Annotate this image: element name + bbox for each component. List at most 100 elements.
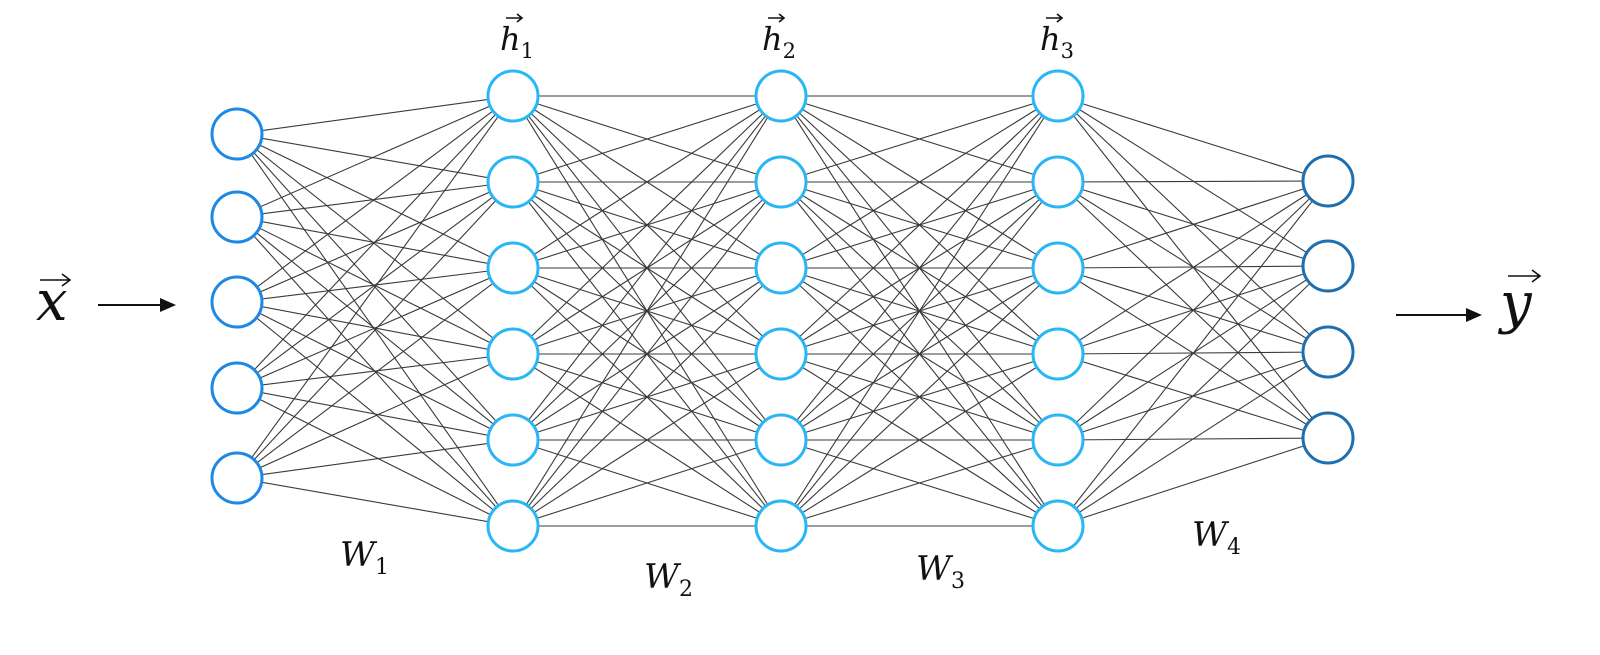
input-label: x <box>36 269 72 334</box>
weight-label-1-sub: 1 <box>375 555 389 580</box>
connection-l2-6-3 <box>512 267 782 527</box>
hidden-label-1-sub: 1 <box>521 39 534 63</box>
weight-label-3-sub: 3 <box>951 569 965 594</box>
hidden-label-3-sub: 3 <box>1061 39 1074 63</box>
neuron-input-1 <box>210 107 264 161</box>
vector-arrow-icon <box>40 273 72 287</box>
connection-l2-6-1 <box>512 95 782 527</box>
weight-label-3-base: W <box>916 549 954 589</box>
connection-l3-6-2 <box>780 181 1059 527</box>
neuron-input-3 <box>210 275 264 329</box>
connection-l3-4-1 <box>780 95 1059 355</box>
neuron-output-3 <box>1301 325 1355 379</box>
connection-l4-4-1 <box>1057 180 1329 355</box>
weight-label-4-base: W <box>1192 515 1230 555</box>
weight-label-2-sub: 2 <box>679 577 693 602</box>
vector-arrow-icon <box>1046 13 1064 23</box>
weight-label-1: W1 <box>340 535 389 580</box>
connection-l2-6-4 <box>512 353 782 527</box>
connection-l4-5-1 <box>1057 180 1329 441</box>
connection-l4-6-1 <box>1057 180 1329 527</box>
hidden-label-3-text: h3 <box>1040 20 1074 63</box>
input-arrow <box>98 298 176 312</box>
connection-l1-5-6 <box>236 477 514 527</box>
connection-l3-5-1 <box>780 95 1059 441</box>
connection-l1-4-3 <box>236 267 514 389</box>
neuron-input-5 <box>210 451 264 505</box>
hidden-label-2-text: h2 <box>762 20 796 63</box>
vector-arrow-icon <box>768 13 786 23</box>
hidden-label-1-text: h1 <box>500 20 534 63</box>
connection-l3-3-1 <box>780 95 1059 269</box>
connection-l2-3-1 <box>512 95 782 269</box>
connection-l3-6-1 <box>780 95 1059 527</box>
connection-l1-4-2 <box>236 181 514 389</box>
neuron-hidden1-5 <box>486 413 540 467</box>
connection-l4-6-4 <box>1057 437 1329 527</box>
neuron-hidden3-5 <box>1031 413 1085 467</box>
connection-l1-5-3 <box>236 267 514 479</box>
neuron-hidden3-4 <box>1031 327 1085 381</box>
connection-l3-6-5 <box>780 439 1059 527</box>
hidden-label-1: h1 <box>500 13 534 63</box>
connection-l1-5-4 <box>236 353 514 479</box>
hidden-label-3: h3 <box>1040 13 1074 63</box>
input-symbol: x <box>36 269 68 334</box>
weight-label-2-base: W <box>644 557 682 597</box>
neuron-hidden2-5 <box>754 413 808 467</box>
weight-label-4-sub: 4 <box>1227 535 1241 560</box>
neuron-hidden1-2 <box>486 155 540 209</box>
connection-l3-6-3 <box>780 267 1059 527</box>
connection-l2-4-1 <box>512 95 782 355</box>
neuron-output-1 <box>1301 154 1355 208</box>
connection-l1-2-1 <box>236 95 514 218</box>
connection-l2-2-1 <box>512 95 782 183</box>
connection-l2-6-2 <box>512 181 782 527</box>
output-label: y <box>1497 269 1542 336</box>
weight-label-3: W3 <box>916 549 965 594</box>
neuron-hidden1-4 <box>486 327 540 381</box>
connection-l4-6-2 <box>1057 265 1329 527</box>
neuron-input-2 <box>210 190 264 244</box>
connection-l1-1-2 <box>236 133 514 183</box>
hidden-label-2-sub: 2 <box>783 39 796 63</box>
connection-l3-2-1 <box>780 95 1059 183</box>
connection-l2-6-5 <box>512 439 782 527</box>
connection-l1-4-5 <box>236 387 514 441</box>
neuron-output-2 <box>1301 239 1355 293</box>
neuron-hidden2-4 <box>754 327 808 381</box>
neuron-hidden1-3 <box>486 241 540 295</box>
neuron-hidden1-1 <box>486 69 540 123</box>
connection-l1-5-5 <box>236 439 514 479</box>
neuron-hidden3-2 <box>1031 155 1085 209</box>
connection-l1-4-6 <box>236 387 514 527</box>
vector-arrow-icon <box>506 13 524 23</box>
connection-l1-4-4 <box>236 353 514 389</box>
connection-l1-1-1 <box>236 95 514 135</box>
connection-l4-6-3 <box>1057 351 1329 527</box>
connection-l1-1-3 <box>236 133 514 269</box>
neuron-hidden3-6 <box>1031 499 1085 553</box>
connection-l1-1-4 <box>236 133 514 355</box>
output-arrow <box>1396 308 1482 322</box>
neuron-hidden3-1 <box>1031 69 1085 123</box>
connection-l1-5-1 <box>236 95 514 479</box>
neuron-hidden2-3 <box>754 241 808 295</box>
neuron-input-4 <box>210 361 264 415</box>
neuron-hidden2-2 <box>754 155 808 209</box>
hidden-label-3-base: h <box>1040 20 1061 58</box>
neuron-hidden1-6 <box>486 499 540 553</box>
arrow-right-icon <box>1466 308 1482 322</box>
neuron-output-4 <box>1301 411 1355 465</box>
weight-label-4: W4 <box>1192 515 1241 560</box>
connection-l4-3-1 <box>1057 180 1329 269</box>
neuron-hidden2-1 <box>754 69 808 123</box>
arrow-right-icon <box>160 298 176 312</box>
weight-label-2: W2 <box>644 557 693 602</box>
neuron-hidden2-6 <box>754 499 808 553</box>
connection-l1-4-1 <box>236 95 514 389</box>
neuron-hidden3-3 <box>1031 241 1085 295</box>
connection-l1-3-1 <box>236 95 514 303</box>
hidden-label-1-base: h <box>500 20 521 58</box>
